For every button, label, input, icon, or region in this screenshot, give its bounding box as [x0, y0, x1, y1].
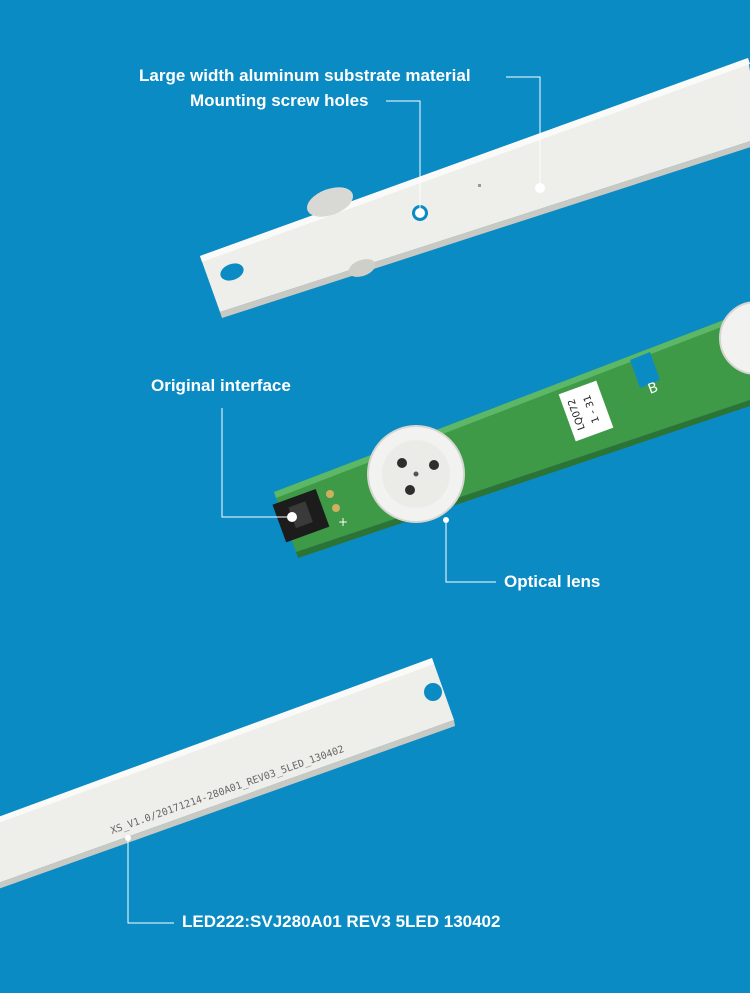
- optical-lens-2: [719, 301, 750, 375]
- label-aluminum-substrate: Large width aluminum substrate material: [139, 66, 471, 85]
- label-mounting-screw-holes: Mounting screw holes: [190, 91, 369, 110]
- annotation-lines: [127, 76, 541, 924]
- svg-text:+: +: [338, 515, 348, 529]
- label-model-number: LED222:SVJ280A01 REV3 5LED 130402: [182, 912, 501, 931]
- label-optical-lens: Optical lens: [504, 572, 601, 591]
- annotation-dots: [125, 183, 545, 841]
- sticker: [558, 380, 614, 442]
- top-aluminum-strip: [200, 58, 750, 318]
- green-pcb-strip: + LQ072 1 - 31 B: [272, 301, 750, 558]
- label-original-interface: Original interface: [151, 376, 291, 395]
- bottom-aluminum-strip: XS_V1.0/20171214-280A01_REV03_5LED_13040…: [0, 658, 455, 889]
